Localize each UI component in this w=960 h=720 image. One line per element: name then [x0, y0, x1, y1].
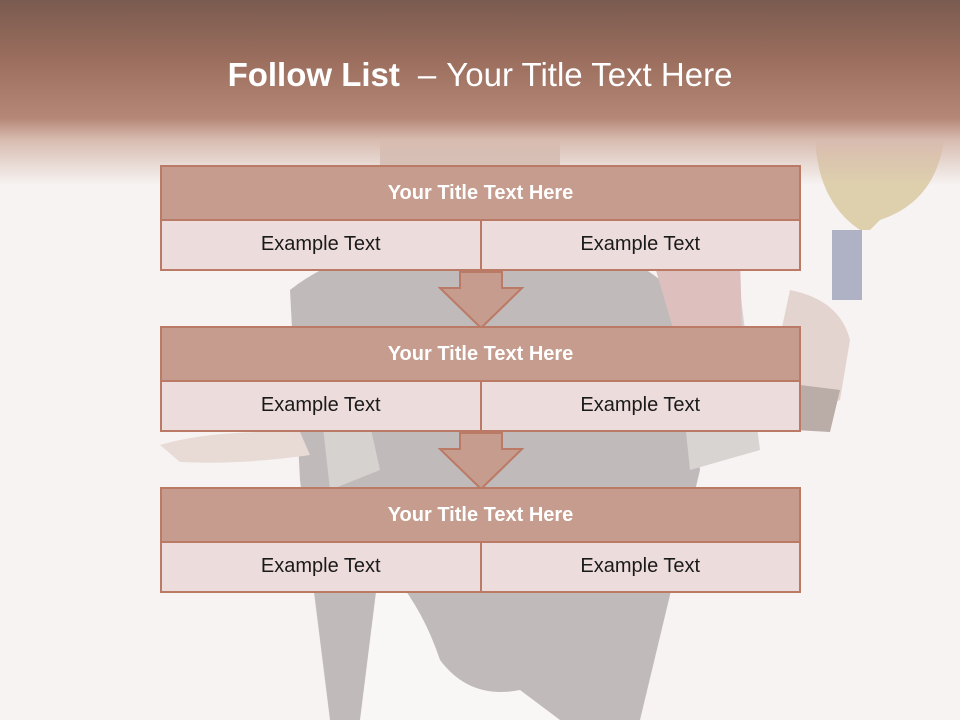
photo-hand-left [160, 431, 310, 463]
flow-block-title: Your Title Text Here [160, 487, 801, 543]
down-arrow-icon [438, 432, 524, 491]
flow-block-row: Example Text Example Text [160, 221, 801, 271]
flow-block-3: Your Title Text Here Example Text Exampl… [160, 487, 801, 593]
flow-cell-right: Example Text [479, 221, 801, 271]
down-arrow-icon [438, 271, 524, 330]
flow-block-row: Example Text Example Text [160, 382, 801, 432]
slide-title-bold: Follow List [227, 56, 400, 93]
photo-paper-edge [360, 560, 560, 720]
flow-block-1: Your Title Text Here Example Text Exampl… [160, 165, 801, 271]
header-band [0, 0, 960, 185]
slide-title-separator: – [417, 56, 437, 93]
slide-title-rest: Your Title Text Here [446, 56, 733, 93]
flow-cell-right: Example Text [479, 382, 801, 432]
slide-title: Follow List–Your Title Text Here [0, 52, 960, 98]
photo-trophy-stem [832, 230, 862, 300]
flow-block-row: Example Text Example Text [160, 543, 801, 593]
flow-cell-right: Example Text [479, 543, 801, 593]
flow-block-title: Your Title Text Here [160, 165, 801, 221]
flow-block-2: Your Title Text Here Example Text Exampl… [160, 326, 801, 432]
photo-trophy-base [795, 385, 840, 432]
flow-cell-left: Example Text [160, 382, 482, 432]
flow-block-title: Your Title Text Here [160, 326, 801, 382]
flow-cell-left: Example Text [160, 221, 482, 271]
flow-cell-left: Example Text [160, 543, 482, 593]
